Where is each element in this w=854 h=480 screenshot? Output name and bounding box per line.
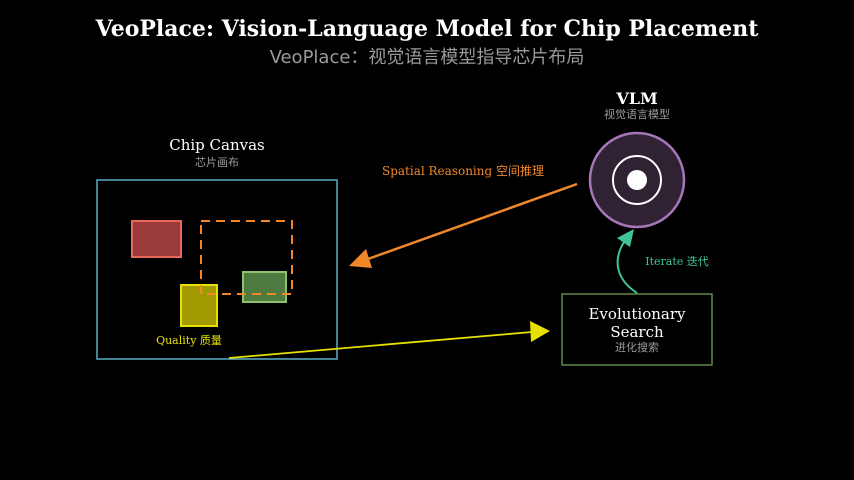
block-red — [131, 220, 182, 258]
iterate-arrow — [616, 241, 638, 294]
block-yellow — [180, 284, 218, 327]
quality-arrowhead — [530, 321, 550, 342]
vlm-label-zh: 视觉语言模型 — [604, 107, 670, 121]
spatial-reasoning-label: Spatial Reasoning 空间推理 — [382, 164, 544, 178]
quality-label: Quality 质量 — [156, 334, 222, 347]
quality-arrow — [228, 331, 533, 359]
evolutionary-search-label-line2: Search — [610, 323, 664, 341]
spatial-reasoning-arrow — [367, 182, 578, 261]
block-green — [242, 271, 287, 303]
chip-canvas-label: Chip Canvas — [169, 136, 265, 154]
page-title: VeoPlace: Vision-Language Model for Chip… — [95, 16, 760, 42]
iterate-arrowhead — [617, 229, 634, 247]
evolutionary-search-label-zh: 进化搜索 — [615, 340, 659, 354]
eye-icon — [612, 155, 662, 205]
evolutionary-search-label-line1: Evolutionary — [588, 305, 686, 323]
vlm-label: VLM — [615, 89, 657, 108]
evolutionary-search-box — [561, 293, 713, 366]
spatial-reasoning-arrowhead — [349, 249, 372, 268]
chip-canvas — [96, 179, 338, 360]
chip-canvas-label-zh: 芯片画布 — [195, 155, 239, 169]
page-subtitle: VeoPlace：视觉语言模型指导芯片布局 — [270, 47, 585, 68]
dashed-region — [200, 220, 293, 295]
iterate-label: Iterate 迭代 — [645, 255, 709, 268]
eye-pupil-icon — [627, 170, 647, 190]
